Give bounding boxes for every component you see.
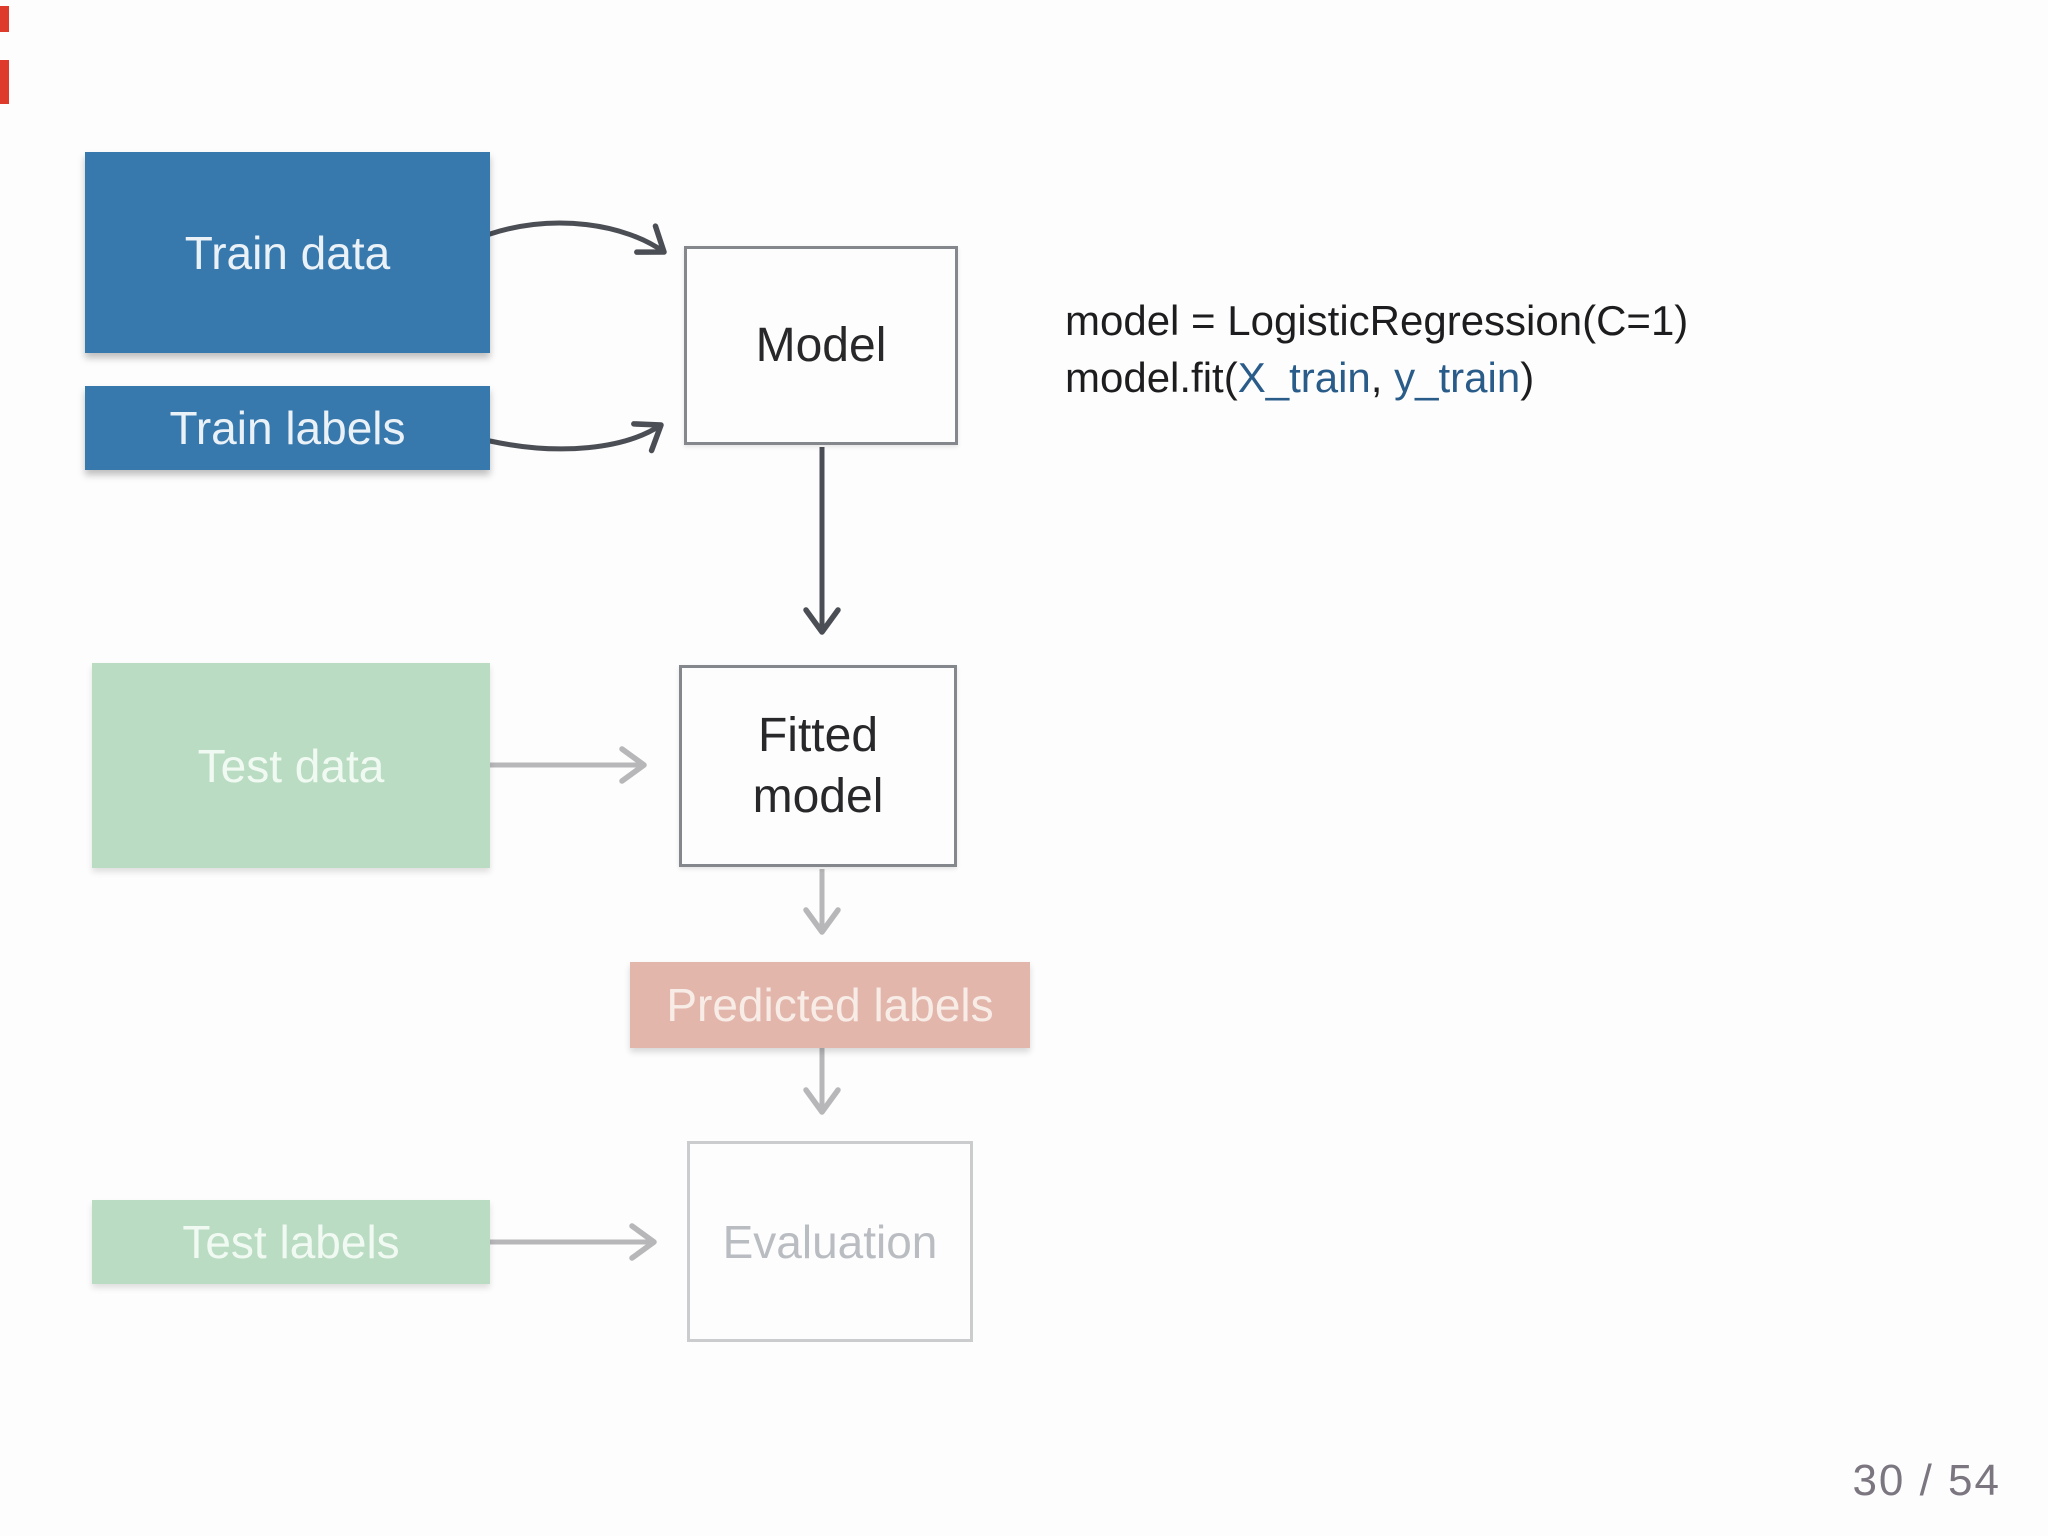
code-snippet: model = LogisticRegression(C=1) model.fi… <box>1065 292 1688 406</box>
node-model-label: Model <box>755 319 887 372</box>
node-train-data-label: Train data <box>184 226 391 279</box>
node-train-data: Train data <box>85 152 490 353</box>
arrow-train-labels-to-model <box>487 421 664 454</box>
arrow-train-data-to-model <box>487 220 667 255</box>
node-evaluation-label: Evaluation <box>722 1215 938 1268</box>
code-line-2: model.fit(X_train, y_train) <box>1065 354 1535 401</box>
code-arg-x-train: X_train <box>1237 354 1371 401</box>
node-test-labels-label: Test labels <box>182 1216 400 1268</box>
node-test-data: Test data <box>92 663 490 868</box>
node-evaluation: Evaluation <box>687 1141 973 1342</box>
left-edge-red-mark-1 <box>0 6 9 32</box>
node-fitted-model: Fitted model <box>679 665 957 867</box>
node-model: Model <box>684 246 958 445</box>
node-test-labels: Test labels <box>92 1200 490 1284</box>
code-arg-y-train: y_train <box>1394 354 1521 401</box>
node-train-labels-label: Train labels <box>169 402 406 454</box>
node-test-data-label: Test data <box>197 739 385 792</box>
node-predicted-labels-label: Predicted labels <box>666 979 994 1031</box>
left-edge-red-mark-2 <box>0 60 9 104</box>
node-predicted-labels: Predicted labels <box>630 962 1030 1048</box>
page-number: 30 / 54 <box>1852 1456 2001 1505</box>
code-line-1: model = LogisticRegression(C=1) <box>1065 297 1689 344</box>
node-train-labels: Train labels <box>85 386 490 470</box>
node-fitted-model-label: Fitted model <box>752 708 884 823</box>
